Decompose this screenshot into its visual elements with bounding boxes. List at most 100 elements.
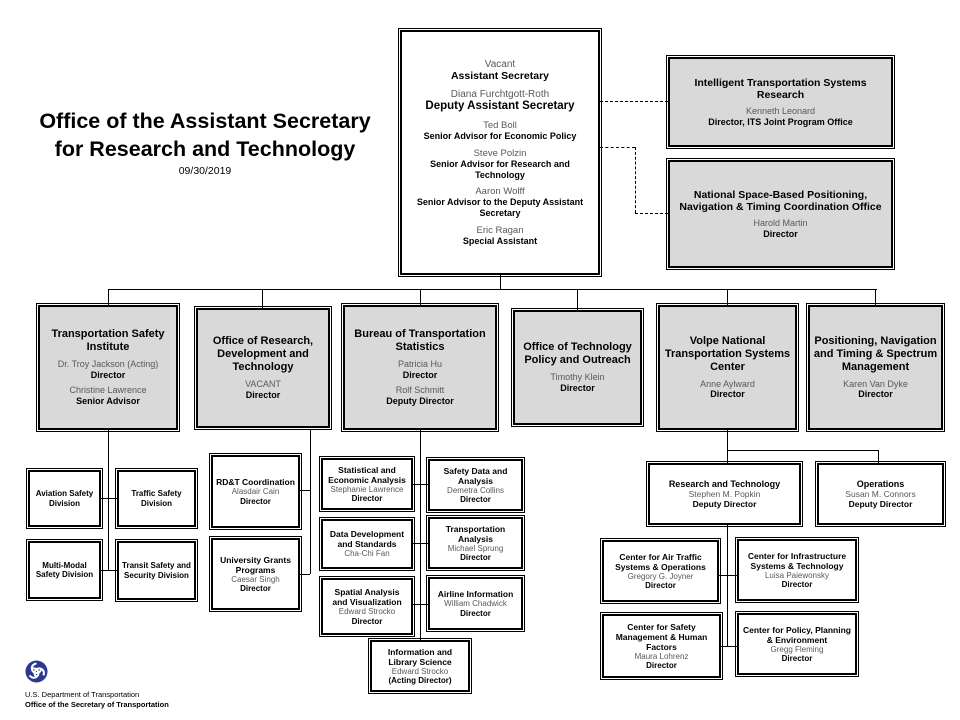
- org-unit-name: Information and Library Science: [387, 646, 453, 667]
- person-name: Stephanie Lawrence: [330, 484, 404, 494]
- org-entry: Ted Boll Senior Advisor for Economic Pol…: [424, 120, 577, 142]
- org-entry: Eric Ragan Special Assistant: [463, 225, 537, 247]
- person-title: Director: [710, 389, 745, 400]
- person-name: Eric Ragan: [476, 224, 524, 236]
- person-name: Demetra Collins: [447, 485, 504, 495]
- box-research-and-technology: Research and Technology Stephen M. Popki…: [646, 461, 803, 527]
- org-entry: Diana Furchtgott-Roth Deputy Assistant S…: [425, 89, 574, 114]
- page-title-date: 09/30/2019: [178, 164, 232, 177]
- box-statistical-economic-analysis: Statistical and Economic Analysis Stepha…: [319, 456, 415, 512]
- org-unit-name: Airline Information: [437, 589, 514, 600]
- org-entry: Anne Aylward Director: [700, 379, 755, 400]
- person-title: Director: [781, 654, 813, 664]
- org-entry: Karen Van Dyke Director: [843, 379, 908, 400]
- person-title: (Acting Director): [388, 676, 452, 686]
- org-unit-name: Positioning, Navigation and Timing & Spe…: [813, 334, 938, 373]
- person-title: Senior Advisor to the Deputy Assistant S…: [416, 197, 584, 219]
- person-title: Director: [351, 616, 383, 626]
- person-title: Senior Advisor for Economic Policy: [423, 131, 577, 142]
- person-name: Anne Aylward: [700, 378, 755, 389]
- box-aviation-safety-division: Aviation Safety Division: [26, 468, 103, 529]
- box-operations: Operations Susan M. Connors Deputy Direc…: [815, 461, 946, 527]
- person-name: Aaron Wolff: [475, 186, 525, 198]
- person-title: Director: [402, 369, 438, 380]
- person-name: Christine Lawrence: [69, 385, 147, 396]
- dashed-connector-line: [600, 101, 668, 102]
- person-name: William Chadwick: [444, 599, 507, 609]
- person-name: Timothy Klein: [550, 372, 605, 383]
- connector-line: [108, 430, 109, 570]
- box-safety-data-analysis: Safety Data and Analysis Demetra Collins…: [426, 457, 525, 513]
- person-name: Dr. Troy Jackson (Acting): [57, 359, 159, 370]
- connector-line: [875, 289, 876, 305]
- box-its-research: Intelligent Transportation Systems Resea…: [666, 55, 895, 149]
- box-traffic-safety-division: Traffic Safety Division: [115, 468, 198, 529]
- box-rdt-coordination: RD&T Coordination Alasdair Cain Director: [209, 453, 302, 530]
- person-title: Director: [763, 228, 798, 239]
- org-unit-name: Transportation Analysis: [445, 523, 506, 544]
- person-name: Ted Boll: [483, 120, 517, 132]
- org-unit-name: Data Development and Standards: [329, 529, 405, 550]
- box-center-policy-planning-environment: Center for Policy, Planning & Environmen…: [735, 611, 859, 677]
- dashed-connector-line: [635, 213, 668, 214]
- box-airline-information: Airline Information William Chadwick Dir…: [426, 575, 525, 632]
- box-center-infrastructure-systems-technology: Center for Infrastructure Systems & Tech…: [735, 537, 859, 603]
- person-name: Luisa Paiewonsky: [764, 570, 830, 580]
- org-unit-name: Center for Air Traffic Systems & Operati…: [615, 551, 706, 572]
- connector-line: [727, 525, 728, 646]
- connector-line: [413, 604, 428, 605]
- connector-line: [878, 450, 879, 463]
- connector-line: [727, 289, 728, 305]
- box-bureau-transportation-statistics: Bureau of Transportation Statistics Patr…: [341, 303, 499, 432]
- box-assistant-secretary: Vacant Assistant Secretary Diana Furchtg…: [398, 28, 602, 277]
- person-name: Maura Lohrenz: [634, 651, 689, 661]
- person-name: Steve Polzin: [473, 147, 527, 159]
- person-name: Caesar Singh: [231, 574, 280, 584]
- person-name: Cha-Chi Fan: [344, 549, 390, 559]
- org-unit-name: Spatial Analysis and Visualization: [332, 587, 402, 608]
- box-center-air-traffic-systems-operations: Center for Air Traffic Systems & Operati…: [600, 538, 721, 604]
- org-unit-name: Volpe National Transportation Systems Ce…: [664, 334, 791, 373]
- org-unit-name: University Grants Programs: [220, 554, 291, 575]
- org-unit-name: Center for Safety Management & Human Fac…: [615, 621, 708, 652]
- box-pnt-spectrum-management: Positioning, Navigation and Timing & Spe…: [806, 303, 945, 432]
- connector-line: [100, 570, 117, 571]
- agency-name: U.S. Department of Transportation: [25, 690, 140, 699]
- person-title: Deputy Director: [848, 499, 913, 510]
- org-unit-name: Aviation Safety Division: [35, 489, 94, 508]
- box-information-library-science: Information and Library Science Edward S…: [368, 638, 472, 694]
- org-entry: Steve Polzin Senior Advisor for Research…: [405, 148, 595, 180]
- org-unit-name: Intelligent Transportation Systems Resea…: [694, 76, 867, 101]
- person-name: Michael Sprung: [447, 543, 504, 553]
- page-title: Office of the Assistant Secretary for Re…: [28, 108, 382, 177]
- person-title: Director: [460, 553, 491, 563]
- person-title: Director: [460, 495, 491, 505]
- person-name: Gregg Fleming: [770, 644, 824, 654]
- person-name: Diana Furchtgott-Roth: [450, 88, 550, 100]
- dashed-connector-line: [635, 147, 636, 213]
- org-unit-name: Operations: [856, 478, 905, 489]
- connector-line: [310, 430, 311, 574]
- person-title: Director: [245, 389, 281, 400]
- person-title: Director: [90, 369, 126, 380]
- connector-line: [108, 289, 109, 305]
- box-multi-modal-safety-division: Multi-Modal Safety Division: [26, 539, 103, 601]
- person-name: Susan M. Connors: [845, 489, 916, 500]
- dashed-connector-line: [600, 147, 635, 148]
- person-title: Special Assistant: [462, 235, 538, 246]
- connector-line: [727, 430, 728, 463]
- org-unit-name: Traffic Safety Division: [131, 489, 182, 508]
- org-unit-name: Safety Data and Analysis: [443, 465, 508, 486]
- person-title: Director: [460, 608, 491, 618]
- person-name: Patricia Hu: [397, 359, 442, 370]
- connector-line: [577, 289, 578, 310]
- person-title: Senior Advisor: [76, 396, 140, 407]
- person-title: Deputy Director: [692, 499, 757, 510]
- org-entry: Patricia Hu Director: [398, 359, 442, 380]
- person-name: VACANT: [245, 379, 281, 390]
- person-name: Kenneth Leonard: [745, 106, 816, 117]
- box-data-development-standards: Data Development and Standards Cha-Chi F…: [319, 517, 415, 571]
- person-name: Edward Strocko: [391, 666, 449, 676]
- person-name: Rolf Schmitt: [395, 385, 445, 396]
